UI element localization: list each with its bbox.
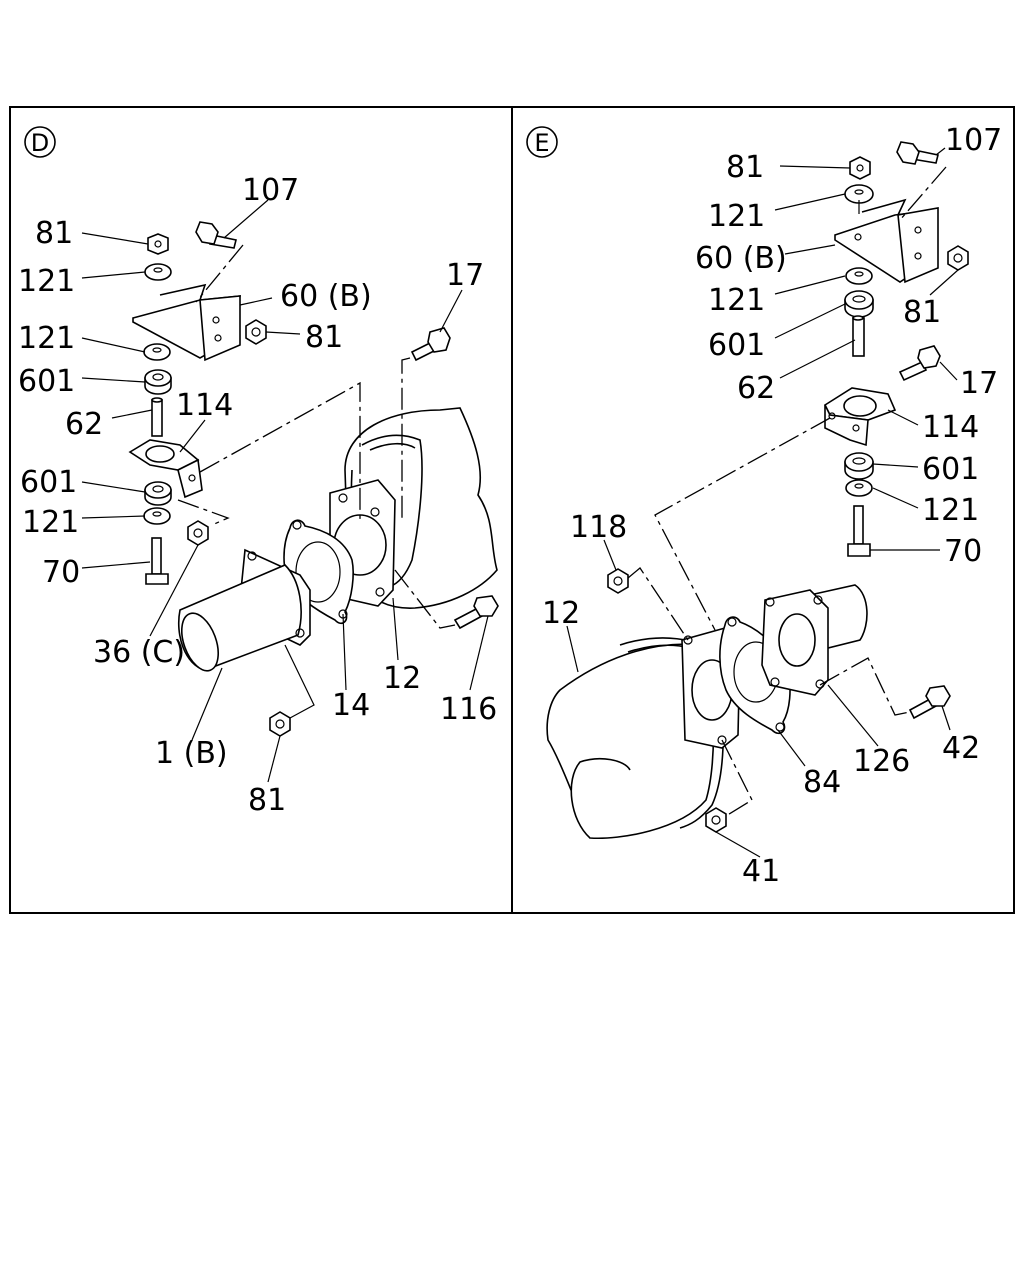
callout-121: 121 xyxy=(922,493,979,528)
nut-118 xyxy=(607,568,629,594)
callout-62: 62 xyxy=(737,371,775,406)
bracket-114-d xyxy=(128,439,203,499)
bushing-601-a-d xyxy=(144,369,172,395)
nut-81-top-e xyxy=(849,156,871,180)
callout-116: 116 xyxy=(440,692,497,727)
bolt-107-d xyxy=(195,221,237,249)
leaders-e xyxy=(566,147,959,858)
panel-d: D xyxy=(18,126,499,818)
callout-12: 12 xyxy=(542,596,580,631)
callout-81: 81 xyxy=(305,320,343,355)
bracket-60b-d xyxy=(132,283,241,362)
washer-121-c-e xyxy=(845,479,873,497)
callout-121: 121 xyxy=(18,264,75,299)
dash-107-bracket-e xyxy=(899,166,947,221)
bolt-17-e xyxy=(898,345,941,382)
callout-114: 114 xyxy=(176,388,233,423)
dash-114-flange xyxy=(199,381,361,520)
callout-118: 118 xyxy=(570,510,627,545)
bolt-107-e xyxy=(896,141,939,165)
muffler-12-e xyxy=(546,637,724,840)
callout-81: 81 xyxy=(726,150,764,185)
washer-121-c-d xyxy=(143,507,171,525)
callout-62: 62 xyxy=(65,407,103,442)
callout-36c: 36 (C) xyxy=(93,635,185,670)
callout-84: 84 xyxy=(803,765,841,800)
bolt-70-d xyxy=(145,537,169,585)
callout-107: 107 xyxy=(945,123,1002,158)
pipe-1b xyxy=(178,548,311,672)
dash-114-flange-e xyxy=(654,417,831,631)
callout-107: 107 xyxy=(242,173,299,208)
washer-121-b-d xyxy=(143,343,171,361)
callout-17: 17 xyxy=(446,258,484,293)
dash-42 xyxy=(819,657,911,716)
callout-42: 42 xyxy=(942,731,980,766)
callout-81: 81 xyxy=(35,216,73,251)
callout-121: 121 xyxy=(708,283,765,318)
callout-41: 41 xyxy=(742,854,780,889)
callout-81: 81 xyxy=(903,295,941,330)
dash-41 xyxy=(721,739,753,817)
bushing-601-b-e xyxy=(844,452,874,480)
panel-e: E xyxy=(526,123,1002,889)
pin-62-e xyxy=(852,315,865,357)
callout-60b: 60 (B) xyxy=(695,241,787,276)
callout-601: 601 xyxy=(18,364,75,399)
callout-121: 121 xyxy=(18,321,75,356)
bolt-17-d xyxy=(410,327,451,362)
bolt-70-e xyxy=(847,505,871,557)
dash-81-bottom xyxy=(284,644,315,719)
nut-41 xyxy=(705,807,727,833)
callout-14: 14 xyxy=(332,688,370,723)
nut-81-top-d xyxy=(147,233,169,255)
leaders-d xyxy=(81,199,489,783)
dash-118 xyxy=(627,567,689,641)
pipe-126 xyxy=(761,584,868,696)
bolt-116 xyxy=(453,595,499,630)
callout-601: 601 xyxy=(922,452,979,487)
nut-36c xyxy=(187,520,209,546)
callout-60b: 60 (B) xyxy=(280,279,372,314)
callout-121: 121 xyxy=(708,199,765,234)
callout-17: 17 xyxy=(960,366,998,401)
pin-62-d xyxy=(151,397,163,437)
callout-114: 114 xyxy=(922,410,979,445)
bracket-60b-e xyxy=(834,198,939,284)
callout-81: 81 xyxy=(248,783,286,818)
dash-116 xyxy=(394,569,456,629)
callout-12: 12 xyxy=(383,661,421,696)
bushing-601-a-e xyxy=(844,290,874,318)
panel-e-label: E xyxy=(526,126,558,158)
callout-121: 121 xyxy=(22,505,79,540)
washer-121-b-e xyxy=(845,267,873,285)
panel-d-label: D xyxy=(24,126,56,158)
nut-81-side-e xyxy=(947,245,969,271)
callout-126: 126 xyxy=(853,744,910,779)
nut-81-bottom xyxy=(269,711,291,737)
bushing-601-b-d xyxy=(144,481,172,506)
washer-121-a-d xyxy=(144,263,172,281)
callout-601: 601 xyxy=(708,328,765,363)
nut-81-side-d xyxy=(245,319,267,345)
callout-70: 70 xyxy=(944,534,982,569)
callout-70: 70 xyxy=(42,555,80,590)
dash-17 xyxy=(401,357,411,520)
callout-601: 601 xyxy=(20,465,77,500)
dash-107-bracket xyxy=(195,244,244,303)
panel-e-letter: E xyxy=(534,129,549,157)
panel-d-letter: D xyxy=(31,129,49,157)
bracket-114-e xyxy=(823,387,897,447)
callout-1b: 1 (B) xyxy=(155,736,228,771)
bolt-42 xyxy=(908,685,951,720)
dash-36c xyxy=(177,499,230,526)
